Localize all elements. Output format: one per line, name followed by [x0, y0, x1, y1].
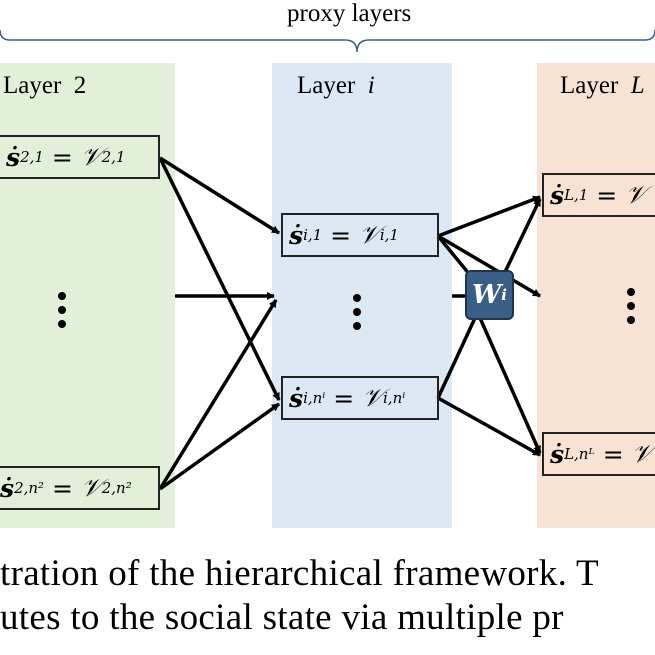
layer-L-panel — [537, 63, 655, 528]
layer-i-var: i — [367, 72, 375, 99]
layer-L-title: Layer L — [560, 72, 645, 100]
caption-line-2: utes to the social state via multiple pr — [0, 597, 564, 638]
arrow — [158, 157, 281, 401]
proxy-layers-brace — [0, 29, 655, 53]
layer-i-title-text: Layer — [297, 72, 368, 99]
connector — [436, 234, 472, 277]
layer-i-ellipsis — [353, 294, 361, 336]
arrow — [437, 396, 541, 457]
caption-line-1: tration of the hierarchical framework. T — [0, 553, 599, 594]
layer-i-panel — [272, 63, 452, 528]
arrow — [437, 195, 541, 238]
arrow — [158, 299, 278, 490]
layer-2-ellipsis — [58, 292, 66, 334]
layer-L-ellipsis — [627, 288, 635, 330]
layer-2-title-text: Layer 2 — [3, 72, 87, 99]
layer-L-var: L — [630, 72, 645, 99]
brace-label: proxy layers — [287, 0, 412, 27]
arrow — [437, 234, 541, 298]
arrow — [503, 198, 542, 273]
layer-2-title: Layer 2 — [3, 72, 86, 100]
layer-i-title: Layer i — [297, 72, 375, 100]
arrow — [158, 402, 281, 491]
layer-L-title-text: Layer — [560, 72, 631, 99]
connector — [436, 317, 477, 399]
arrow — [159, 156, 280, 235]
layer-2-panel — [0, 63, 175, 528]
arrow — [478, 317, 542, 454]
